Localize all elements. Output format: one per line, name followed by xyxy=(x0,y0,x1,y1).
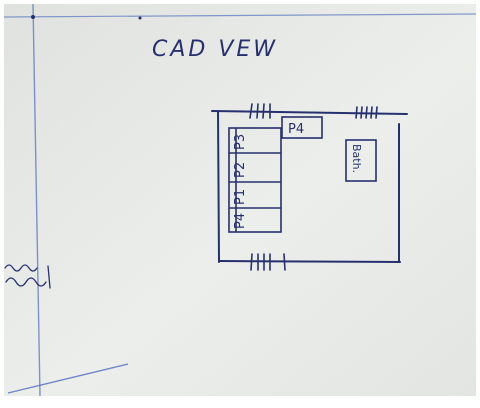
tick-mark xyxy=(370,106,373,119)
room-column xyxy=(228,127,282,233)
room-label-p4: P4 xyxy=(233,213,248,229)
bath-box xyxy=(345,139,377,182)
tick-mark xyxy=(249,103,253,119)
tick-mark xyxy=(375,106,378,119)
floor-plan xyxy=(211,110,408,263)
tick-mark xyxy=(355,106,358,119)
wall-ticks xyxy=(249,103,378,271)
plan-left-wall xyxy=(217,110,220,263)
top-rule-line xyxy=(3,13,477,18)
tick-mark xyxy=(360,106,363,119)
tick-mark xyxy=(250,253,253,271)
plan-bottom-wall xyxy=(218,260,401,263)
tick-mark xyxy=(262,103,265,119)
diagonal-rule-line xyxy=(7,363,129,394)
room-label-p3: P3 xyxy=(233,134,248,150)
room-box-top xyxy=(281,116,323,139)
room-label-top: P4 xyxy=(288,122,304,137)
diagram-title: CAD VEW xyxy=(152,37,278,62)
tick-mark xyxy=(283,253,286,271)
room-label-p2: P2 xyxy=(233,162,248,178)
bath-label: Bath. xyxy=(350,144,363,173)
margin-rule-line xyxy=(32,3,41,397)
plan-top-wall xyxy=(211,110,408,115)
ink-dot xyxy=(31,15,35,19)
tick-mark xyxy=(256,103,259,119)
ink-dot xyxy=(138,16,142,20)
room-label-p1: P1 xyxy=(233,189,248,205)
paper-sheet xyxy=(4,4,476,396)
margin-scribble xyxy=(4,264,51,289)
room-column-outline xyxy=(228,127,282,233)
tick-mark xyxy=(365,106,368,119)
